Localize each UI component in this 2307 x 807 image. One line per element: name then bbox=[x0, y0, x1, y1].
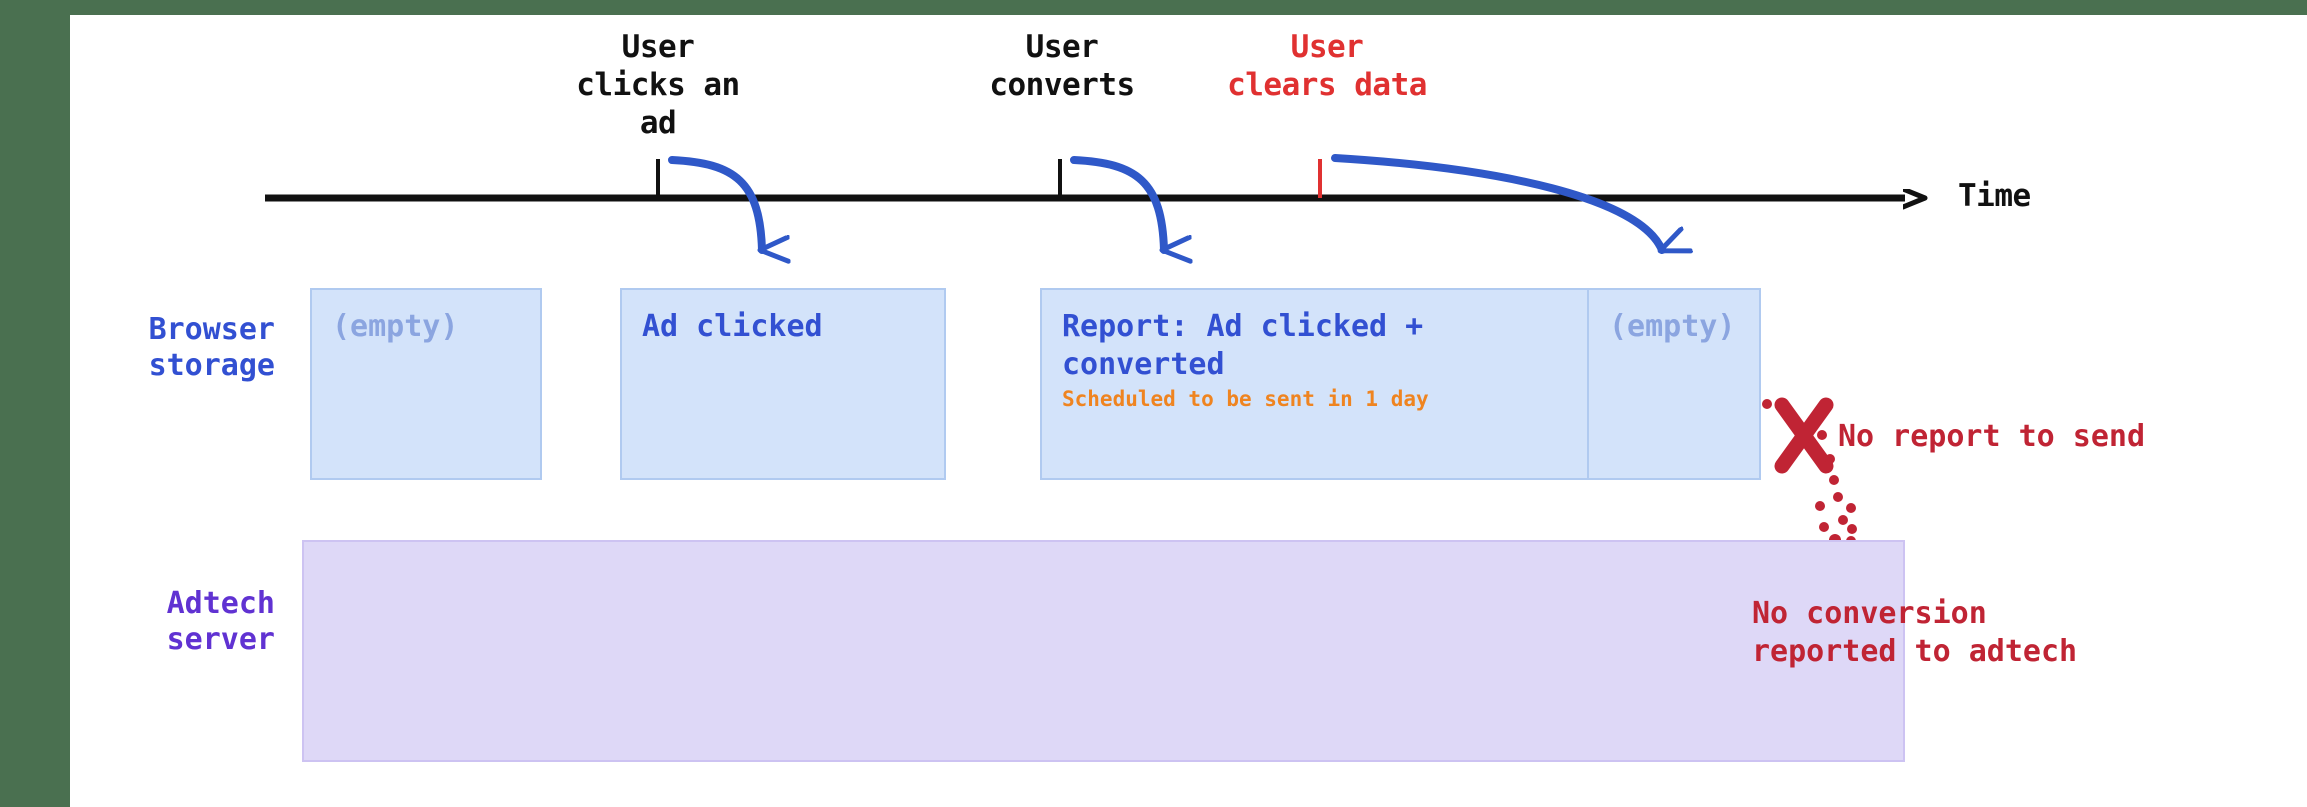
connector-click-to-storage bbox=[668, 156, 762, 250]
annotation-no-conversion-reported: No conversion reported to adtech bbox=[1752, 596, 2078, 669]
timeline-label-clear: User clears data bbox=[1227, 29, 1427, 103]
decorative-green-topbar bbox=[0, 0, 2307, 15]
storage-box-report-text: Report: Ad clicked + converted bbox=[1062, 309, 1424, 382]
storage-box-ad-clicked-text: Ad clicked bbox=[642, 309, 823, 344]
adtech-server-box bbox=[302, 540, 1905, 762]
blocked-x-icon bbox=[1774, 397, 1834, 474]
storage-box-ad-clicked: Ad clicked bbox=[620, 288, 946, 480]
timeline-label-click: User clicks an ad bbox=[576, 29, 740, 141]
storage-box-initial-text: (empty) bbox=[332, 309, 459, 344]
connector-convert-to-storage bbox=[1070, 156, 1164, 250]
row-label-browser-storage: Browser storage bbox=[148, 312, 275, 383]
storage-box-report: Report: Ad clicked + converted Scheduled… bbox=[1040, 288, 1590, 480]
storage-box-report-schedule: Scheduled to be sent in 1 day bbox=[1062, 387, 1429, 411]
storage-box-cleared-text: (empty) bbox=[1609, 309, 1736, 344]
timeline-axis-label: Time bbox=[1958, 178, 2031, 214]
storage-box-initial: (empty) bbox=[310, 288, 542, 480]
timeline-label-convert: User converts bbox=[989, 29, 1135, 103]
connector-clear-to-storage bbox=[1331, 154, 1662, 254]
decorative-green-sidebar bbox=[0, 0, 70, 807]
annotation-no-report-to-send: No report to send bbox=[1838, 419, 2146, 454]
row-label-adtech-server: Adtech server bbox=[166, 586, 275, 657]
storage-box-cleared: (empty) bbox=[1587, 288, 1761, 480]
